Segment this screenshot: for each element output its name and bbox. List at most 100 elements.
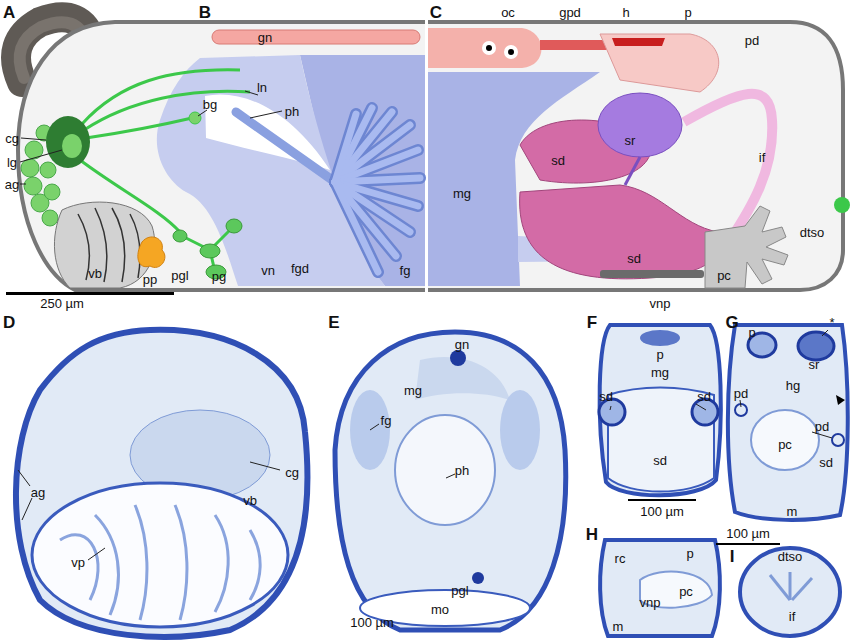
part-label: pg (212, 270, 226, 283)
ocelli-region-circle (482, 41, 496, 55)
part-label: 250 µm (40, 297, 84, 310)
section-i-g-path (770, 575, 790, 600)
part-label: gn (455, 338, 469, 351)
gonopore-duct (540, 34, 719, 92)
part-label: pc (778, 438, 792, 451)
frontal-gland-g (335, 108, 420, 272)
scale-bar-b (6, 292, 174, 295)
panel-letter: E (328, 314, 339, 331)
ganglia-circle (189, 112, 201, 124)
part-label: p (748, 326, 755, 339)
leader-lines-sections-path (18, 470, 30, 486)
section-f-circle (692, 399, 718, 425)
section-e-ellipse (395, 415, 495, 525)
part-label: sd (599, 390, 613, 403)
penis-papilla (138, 237, 165, 268)
part-label: dtso (778, 550, 803, 563)
copulatory-organ (600, 206, 788, 288)
panel-letter: D (3, 314, 15, 331)
part-label: if (789, 610, 796, 623)
part-label: ag (5, 178, 19, 191)
penis-papilla-path (138, 237, 165, 268)
copulatory-organ-rect (600, 270, 704, 278)
leader-lines-sections-path (822, 330, 828, 336)
frontal-gland-g-path (335, 114, 356, 182)
panel-letter: F (587, 314, 597, 331)
frontal-gland-g-path (335, 178, 420, 182)
leader-lines-sections (18, 330, 832, 560)
leader-lines-sections-path (446, 474, 455, 478)
ganglia-ellipse (62, 134, 82, 158)
section-g (728, 325, 848, 520)
leader-lines-b (20, 91, 282, 184)
part-label: sd (819, 456, 833, 469)
gonopore-duct-path (600, 34, 719, 92)
section-d (16, 330, 307, 637)
leader-lines-b-path (245, 91, 258, 95)
part-label: vnp (640, 596, 661, 609)
section-f-path (600, 325, 721, 495)
part-label: if (759, 151, 766, 164)
part-label: ln (257, 81, 267, 94)
section-h-rect (716, 543, 780, 545)
part-label: mg (651, 366, 669, 379)
body-outline-posterior (428, 22, 843, 290)
part-label: sd (653, 454, 667, 467)
part-label: vb (243, 494, 257, 507)
part-label: vb (88, 267, 102, 280)
ganglia-g-circle (42, 210, 58, 226)
leader-lines-b-path (21, 138, 46, 140)
nerves-path (86, 118, 192, 138)
ocelli-region-circle (504, 45, 518, 59)
section-g-circle (832, 434, 844, 446)
panel-letter: I (730, 548, 735, 565)
vestibule-g-path (130, 214, 140, 278)
part-label: dtso (800, 226, 825, 239)
seminal-receptacle-path (625, 157, 640, 185)
leader-lines-b-path (198, 110, 207, 116)
part-label: oc (501, 6, 515, 19)
leader-lines-sections-path (250, 462, 280, 470)
part-label: * (829, 316, 834, 329)
part-label: vnp (650, 297, 671, 310)
part-label: cg (285, 466, 299, 479)
part-label: m (787, 505, 798, 518)
leader-lines-b-path (20, 184, 26, 185)
section-d-g-path (135, 505, 147, 620)
panel-letter: H (586, 526, 598, 543)
part-label: fg (400, 264, 411, 277)
section-f-circle (599, 399, 625, 425)
copulatory-organ-path (705, 206, 788, 288)
vestibule-path (54, 202, 154, 288)
section-d-g-path (250, 530, 260, 600)
section-d-g (60, 505, 260, 620)
gonad-bar (212, 30, 420, 44)
part-label: mg (404, 384, 422, 397)
body-outline-posterior-path (428, 22, 843, 290)
part-label: pd (734, 387, 748, 400)
section-e-ellipse (500, 390, 540, 470)
ocelli-region-circle (486, 45, 492, 51)
section-e-circle (472, 572, 484, 584)
section-d-g-path (60, 535, 98, 600)
ganglia-g-ellipse (173, 230, 187, 242)
section-d-g-path (95, 515, 118, 615)
section-i-g-path (789, 572, 792, 600)
part-label: rc (615, 552, 626, 565)
leader-lines-sections-path (370, 424, 379, 430)
part-label: pc (717, 269, 731, 282)
section-e-circle (450, 350, 466, 366)
panel-letter: G (725, 314, 738, 331)
section-f (599, 325, 721, 501)
part-label: lg (7, 156, 17, 169)
part-label: 100 µm (726, 527, 770, 540)
sperm-sacs-path (520, 185, 718, 279)
vestibule (54, 202, 154, 288)
frontal-gland-g-path (335, 178, 420, 182)
part-label: p (686, 547, 693, 560)
part-label: fg (381, 414, 392, 427)
section-e (335, 332, 566, 630)
part-label: p (656, 348, 663, 361)
leader-lines-sections-path (696, 404, 706, 410)
